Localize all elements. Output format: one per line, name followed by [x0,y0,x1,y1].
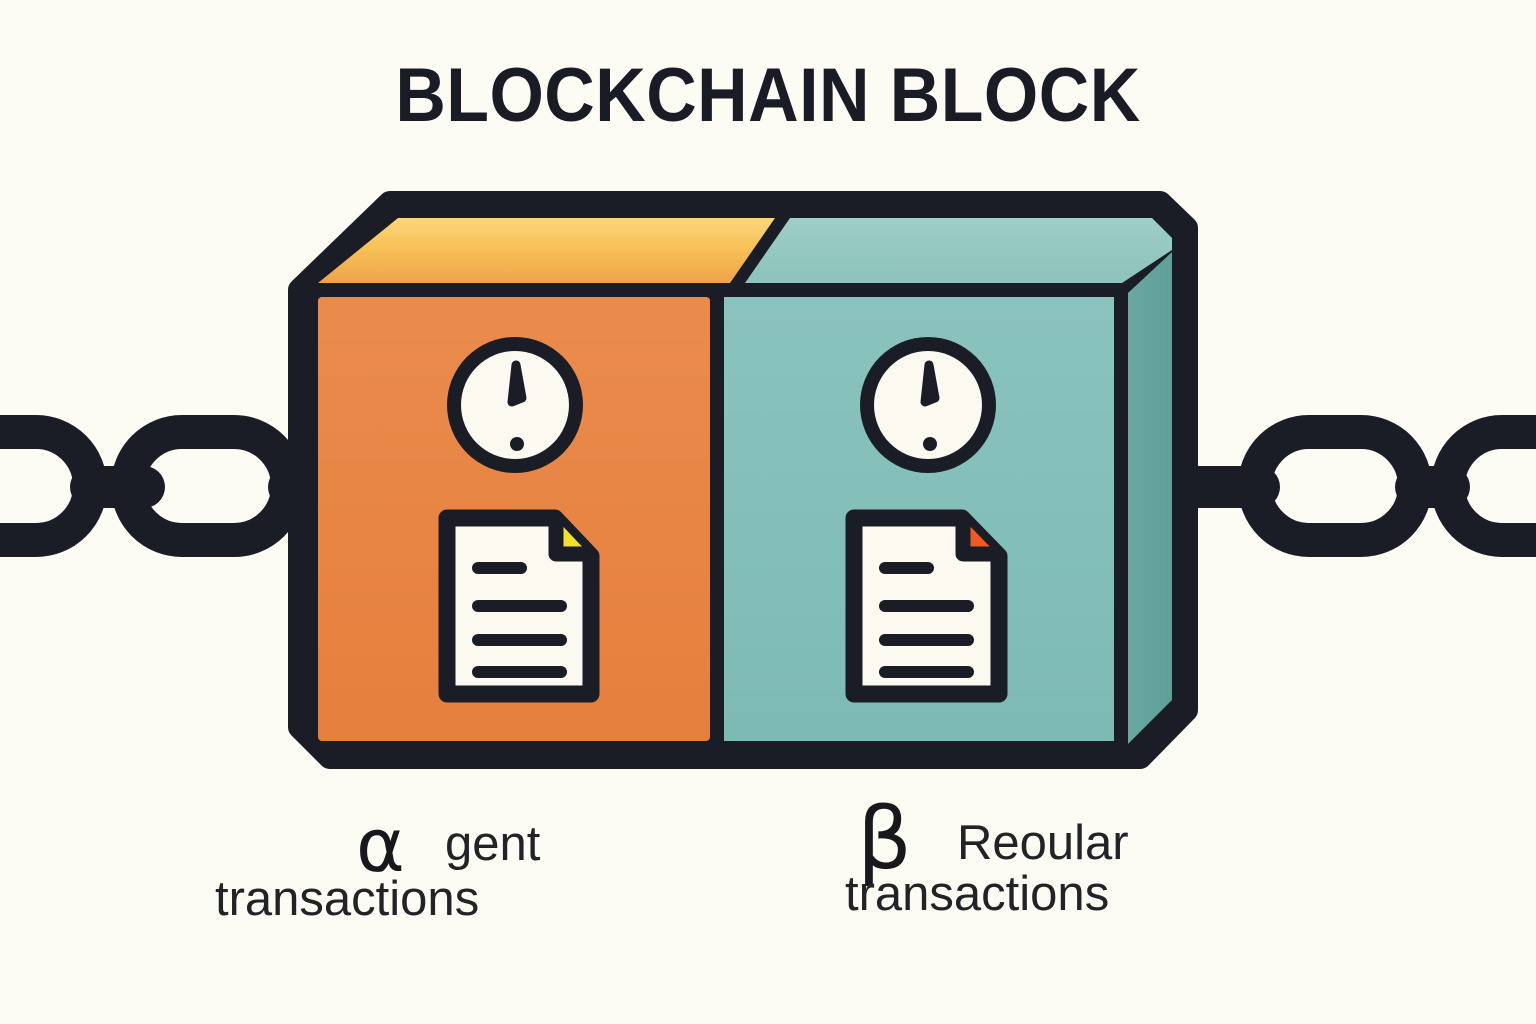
chain-right [1170,415,1536,557]
legend-agent-line1: gent [445,817,541,871]
block-top-face-right [745,218,1172,283]
document-icon-right [845,509,1008,703]
alpha-glyph: ⍺ [356,803,405,889]
clock-icon-left [447,337,583,473]
document-text-lines [472,562,567,678]
block-side-face-right [1128,252,1172,744]
clock-icon-right [860,337,996,473]
document-icon-left [438,509,600,703]
legend-regular-transactions: β Reoular transactions [845,790,1365,970]
legend-agent-line2: transactions [215,872,480,926]
legend-agent-transactions: ⍺ gent transactions [215,795,760,975]
block-top-face-left [318,218,775,283]
chain-link [1431,415,1536,557]
page-title: BLOCKCHAIN BLOCK [395,53,1141,138]
document-text-lines [879,562,974,678]
block-3d [288,191,1198,769]
block-divider [710,290,724,745]
legend-regular-line1: Reoular [957,816,1129,870]
beta-glyph: β [857,789,912,889]
legend-regular-line2: transactions [845,867,1110,921]
chain-left [0,415,328,557]
